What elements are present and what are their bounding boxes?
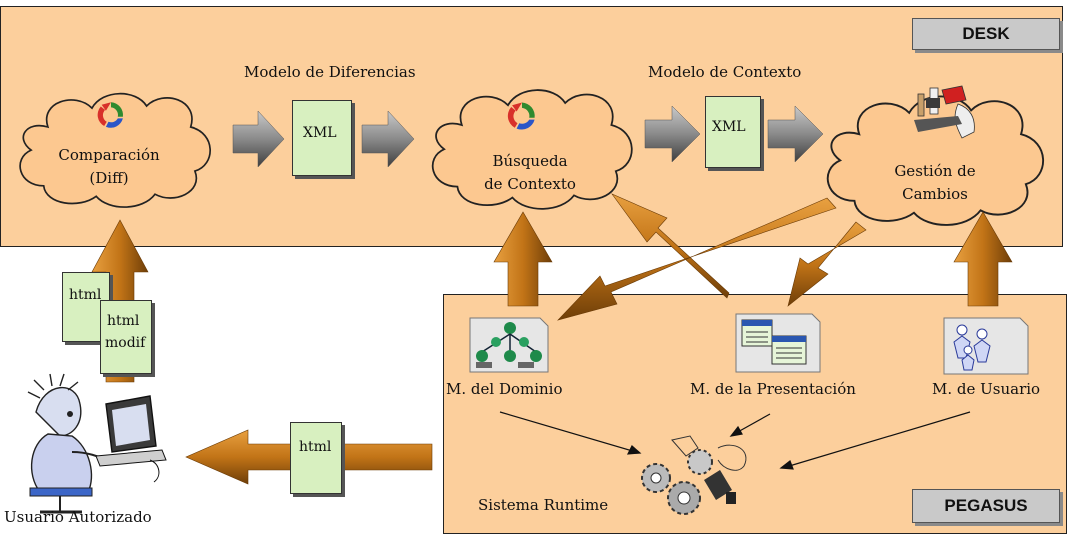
line-presentacion-to-runtime — [729, 413, 771, 437]
arrow-presentacion-to-busqueda — [611, 193, 730, 299]
arrow-gestion-to-presentacion — [787, 221, 867, 307]
xml-document-1: XML — [292, 100, 352, 176]
dominio-label: M. del Dominio — [446, 380, 563, 398]
xml-document-2: XML — [705, 96, 761, 168]
arrow-usuario-to-gestion — [953, 211, 1013, 307]
arrow-busqueda-to-xml — [644, 105, 701, 163]
html-modif-document: html modif — [100, 300, 152, 374]
runtime-label: Sistema Runtime — [478, 496, 609, 514]
tree-icon — [469, 317, 549, 373]
cloud-comparacion-label: Comparación(Diff) — [58, 146, 160, 187]
pegasus-tag: PEGASUS — [912, 489, 1060, 523]
line-dominio-to-runtime — [499, 411, 642, 455]
arrow-diff-to-xml — [232, 110, 285, 168]
modelo-contexto-label: Modelo de Contexto — [648, 63, 802, 81]
line-usuario-to-runtime — [779, 411, 971, 470]
arrow-dominio-to-busqueda — [493, 211, 553, 307]
gears-icon — [641, 435, 747, 515]
presentacion-label: M. de la Presentación — [690, 380, 856, 398]
desk-tag: DESK — [912, 18, 1060, 50]
arrow-xml-to-busqueda — [361, 110, 415, 168]
html-output-document: html — [290, 422, 342, 494]
documents-icon — [735, 313, 821, 373]
users-icon — [943, 317, 1029, 375]
modelo-diferencias-label: Modelo de Diferencias — [244, 63, 416, 81]
tools-icon — [914, 85, 975, 139]
user-label: Usuario Autorizado — [4, 508, 152, 526]
user-computer-icon — [27, 373, 167, 514]
usuario-label: M. de Usuario — [932, 380, 1041, 398]
arrow-xml-to-gestion — [767, 105, 824, 163]
arrow-gestion-to-dominio — [557, 197, 837, 321]
